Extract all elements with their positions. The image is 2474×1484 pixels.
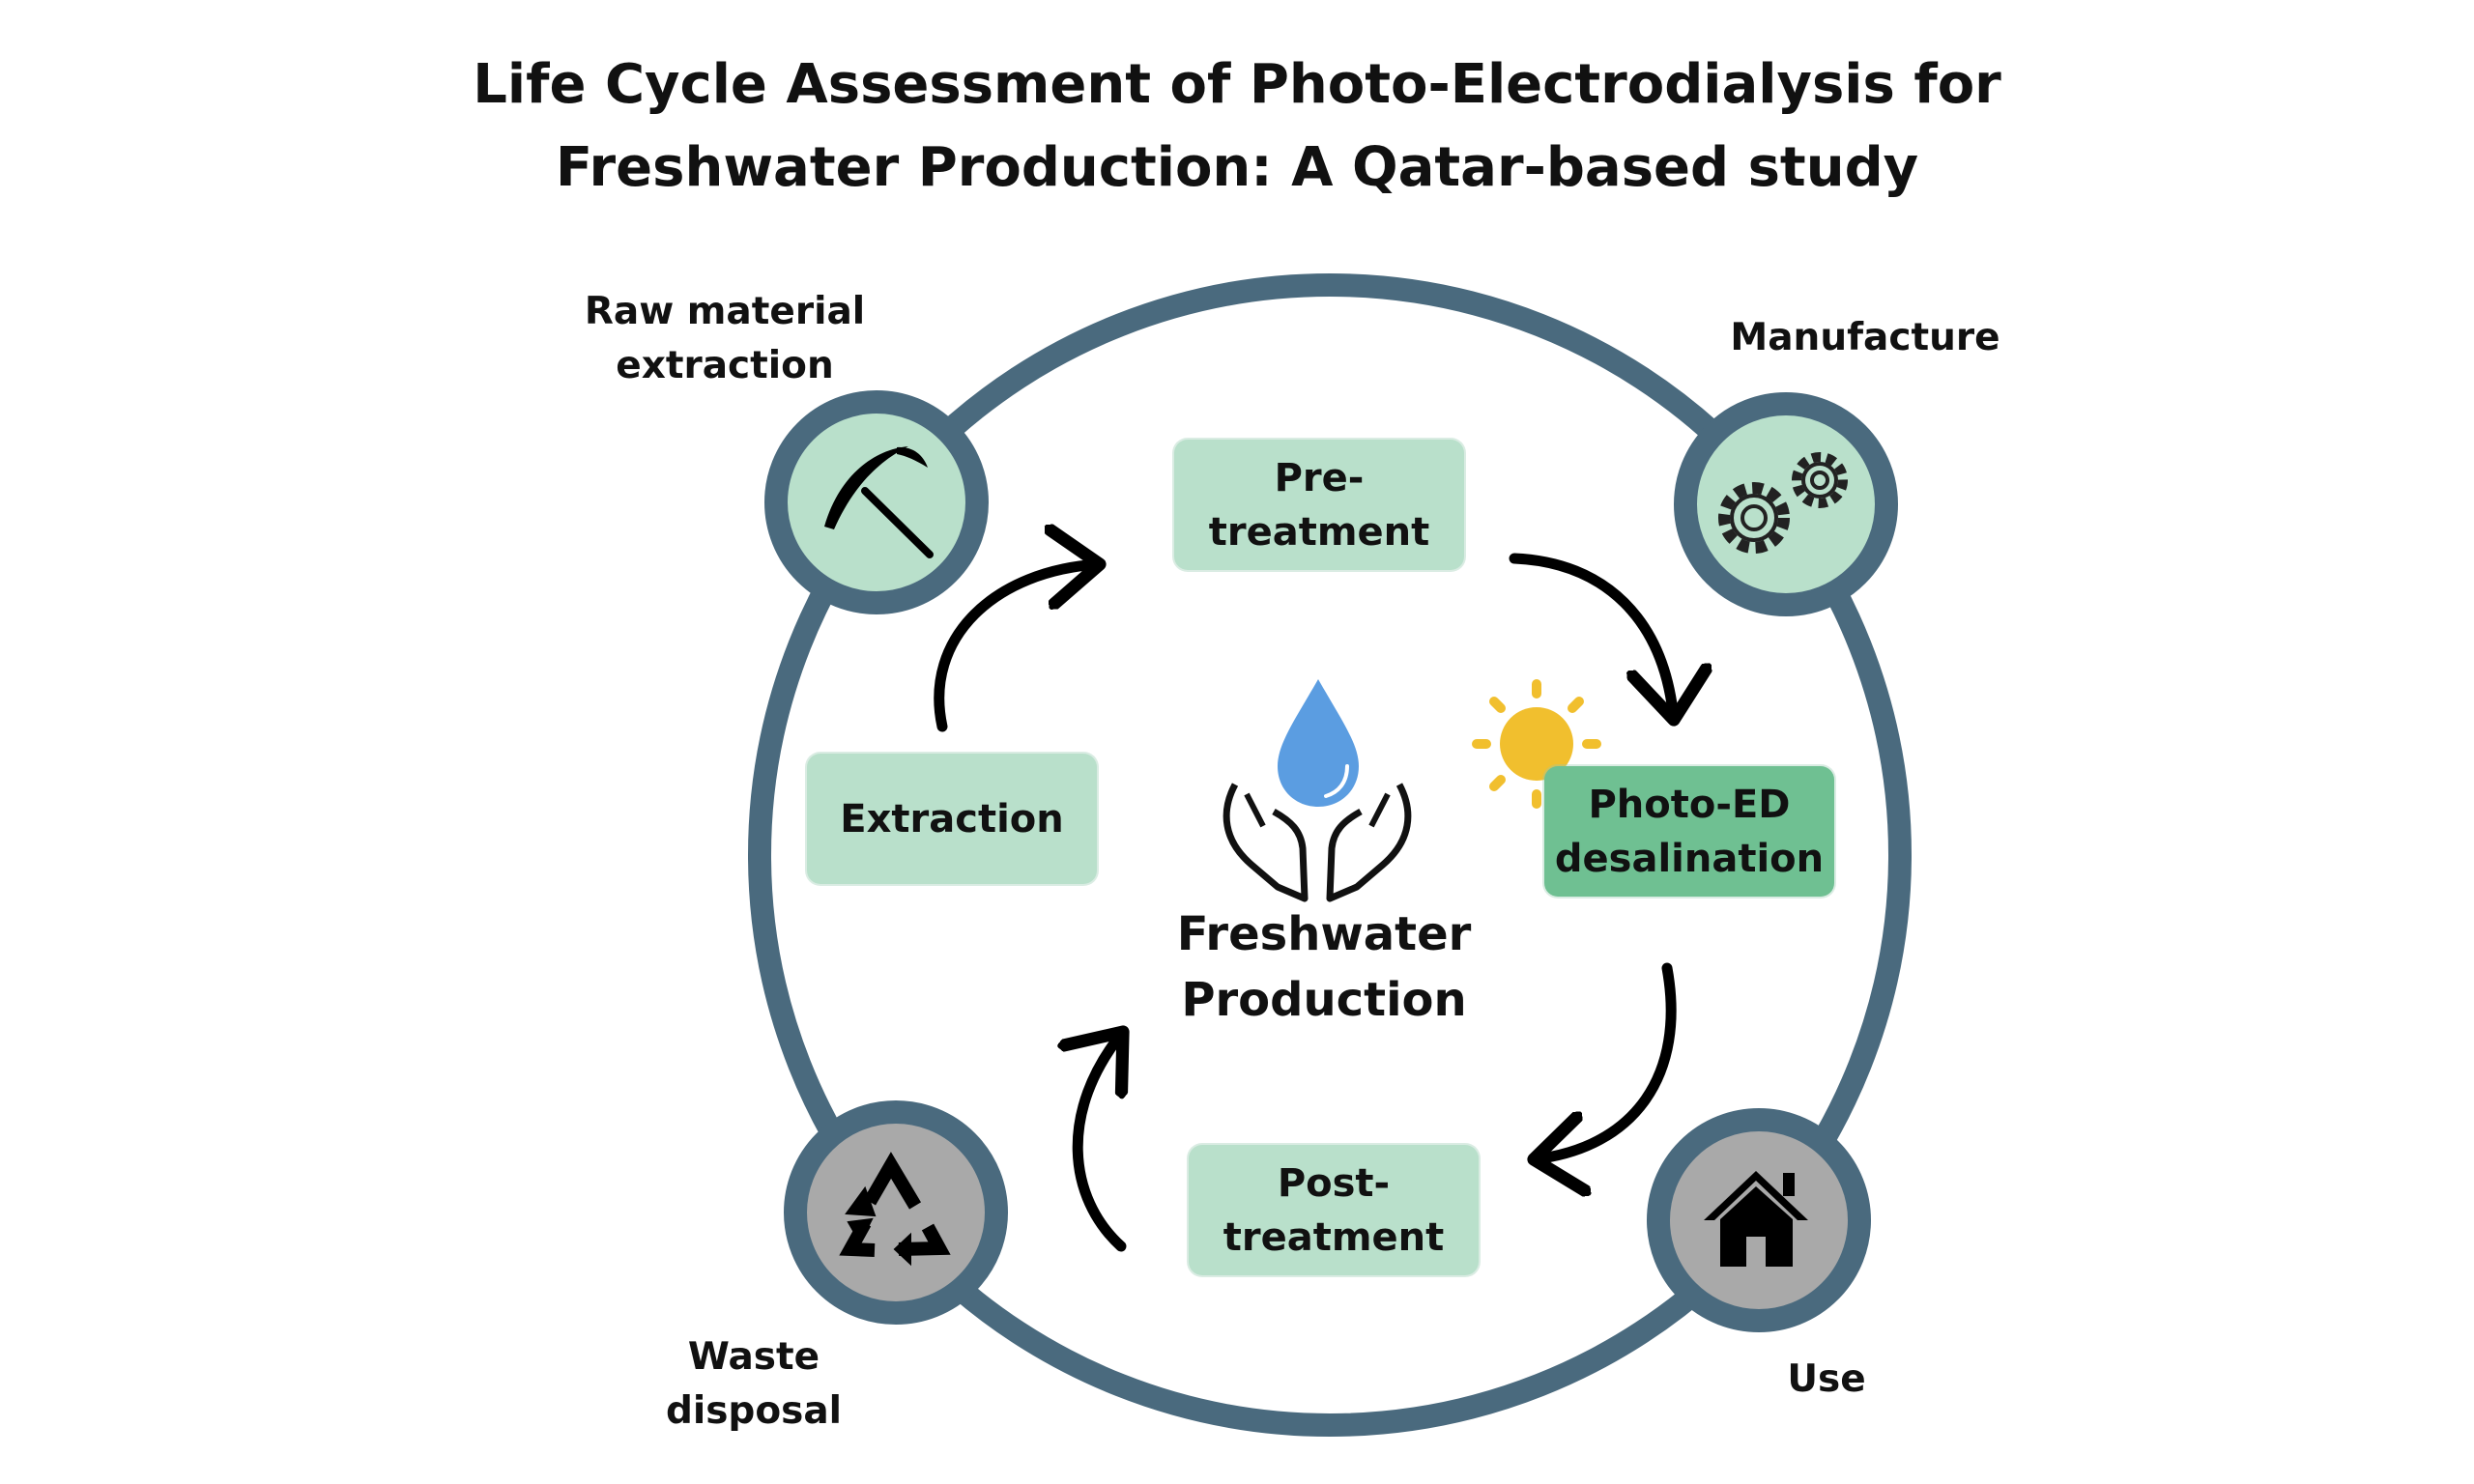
house-icon <box>1704 1171 1808 1267</box>
step-pretreatment-label: Pre- treatment <box>1208 455 1430 555</box>
node-use <box>1647 1108 1871 1332</box>
cycle-arrow-extraction-to-pretreatment <box>934 564 1100 732</box>
center-label: Freshwater Production <box>1176 907 1472 1027</box>
cycle-arrow-photoed-to-posttreatment <box>1534 962 1677 1159</box>
step-photo-ed-desalination: Photo-ED desalination <box>1544 766 1834 897</box>
label-use: Use <box>1787 1357 1866 1401</box>
diagram-title: Life Cycle Assessment of Photo-Electrodi… <box>473 53 2001 199</box>
water-drop-hands-icon <box>1223 679 1412 902</box>
step-photo-ed-label: Photo-ED desalination <box>1554 782 1825 881</box>
node-manufacture <box>1674 392 1898 616</box>
recycle-icon <box>839 1152 951 1267</box>
node-raw-material-extraction <box>764 390 989 614</box>
label-raw-material-extraction: Raw material extraction <box>584 290 866 387</box>
label-manufacture: Manufacture <box>1730 316 2000 359</box>
label-waste-disposal: Waste disposal <box>665 1335 843 1433</box>
step-pretreatment: Pre- treatment <box>1174 440 1464 570</box>
step-posttreatment-label: Post- treatment <box>1223 1160 1445 1260</box>
gears-icon <box>1718 452 1848 554</box>
node-waste-disposal <box>784 1100 1008 1325</box>
step-extraction: Extraction <box>807 754 1097 884</box>
cycle-arrow-pretreatment-to-photoed <box>1509 553 1674 720</box>
cycle-arrow-posttreatment-to-extraction <box>1078 1032 1123 1252</box>
step-posttreatment: Post- treatment <box>1189 1145 1479 1275</box>
lifecycle-ring <box>748 273 1912 1437</box>
pickaxe-icon <box>824 446 934 558</box>
step-extraction-label: Extraction <box>840 796 1064 842</box>
